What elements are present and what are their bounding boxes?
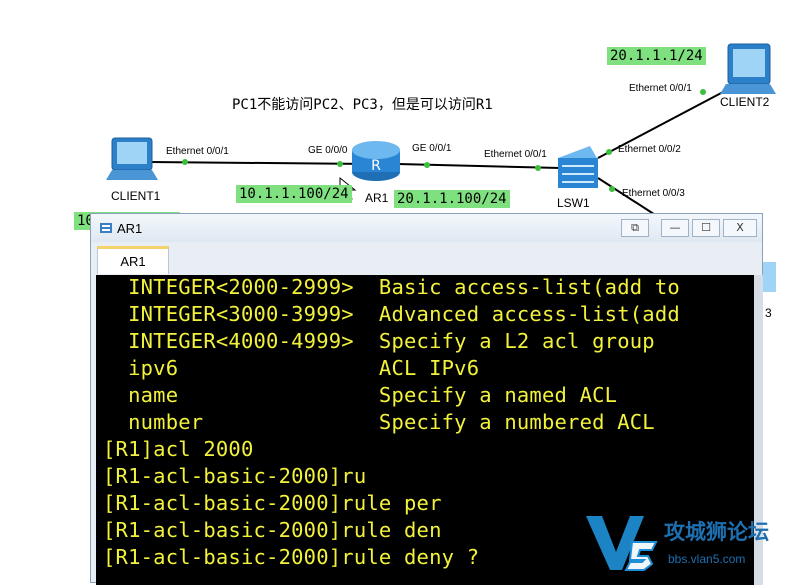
- terminal-line: [R1]acl 2000: [103, 437, 254, 461]
- minimize-button[interactable]: —: [661, 219, 689, 237]
- terminal-line: [R1-acl-basic-2000]ru: [103, 464, 367, 488]
- topology-note: PC1不能访问PC2、PC3，但是可以访问R1: [232, 97, 493, 113]
- terminal-scrollbar[interactable]: [754, 275, 763, 585]
- terminal-line: [R1-acl-basic-2000]rule den: [103, 518, 442, 542]
- client2-ip-label: 20.1.1.1/24: [607, 47, 706, 65]
- port-dot: [700, 89, 706, 95]
- close-button[interactable]: X: [723, 219, 757, 237]
- port-dot: [337, 161, 343, 167]
- terminal-line: [R1-acl-basic-2000]rule per: [103, 491, 442, 515]
- terminal-line: INTEGER<4000-4999> Specify a L2 acl grou…: [103, 329, 655, 353]
- client2-port-label: Ethernet 0/0/1: [629, 83, 692, 94]
- ar1-label[interactable]: AR1: [365, 191, 389, 205]
- port-dot: [535, 165, 541, 171]
- lsw1-label[interactable]: LSW1: [557, 196, 590, 210]
- terminal-line: [R1-acl-basic-2000]rule deny ?: [103, 545, 480, 569]
- client1-icon: [106, 137, 158, 180]
- port-dot: [609, 186, 615, 192]
- lsw1-eth1-label: Ethernet 0/0/1: [484, 149, 547, 160]
- switch-icon: [558, 146, 598, 188]
- terminal-line: INTEGER<2000-2999> Basic access-list(add…: [103, 275, 680, 299]
- window-title: AR1: [117, 221, 143, 236]
- app-icon: [100, 223, 112, 233]
- watermark-url: bbs.vlan5.com: [668, 552, 746, 566]
- lsw1-eth2-label: Ethernet 0/0/2: [618, 144, 681, 155]
- link-lsw1-client2: [597, 81, 743, 159]
- client2-label[interactable]: CLIENT2: [720, 95, 770, 109]
- terminal-line: INTEGER<3000-3999> Advanced access-list(…: [103, 302, 680, 326]
- lsw1-eth3-label: Ethernet 0/0/3: [622, 188, 685, 199]
- port-dot: [182, 159, 188, 165]
- svg-text:R: R: [371, 158, 381, 174]
- client3-partial-icon: [762, 262, 776, 292]
- client1-port-label: Ethernet 0/0/1: [166, 146, 229, 157]
- client2-icon: [720, 43, 776, 94]
- link-lsw1-client3: [597, 177, 661, 219]
- maximize-button[interactable]: ☐: [692, 219, 720, 237]
- ar1-ge1-ip-label: 20.1.1.100/24: [394, 190, 510, 208]
- watermark: 攻城狮论坛 bbs.vlan5.com: [582, 512, 787, 574]
- port-dot: [606, 149, 612, 155]
- router-icon: R: [352, 141, 400, 181]
- tab-ar1[interactable]: AR1: [97, 246, 169, 274]
- tab-bar: AR1: [91, 242, 762, 276]
- client3-label-partial: 3: [765, 306, 772, 320]
- restore-button[interactable]: ⧉: [621, 219, 649, 237]
- ar1-ge0-label: GE 0/0/0: [308, 145, 348, 156]
- vlan5-logo-icon: [586, 516, 658, 571]
- window-titlebar[interactable]: AR1 ⧉ — ☐ X: [91, 214, 762, 242]
- watermark-brand: 攻城狮论坛: [664, 520, 769, 544]
- ar1-console-window[interactable]: AR1 ⧉ — ☐ X AR1 INTEGER<2000-2999> Basic…: [90, 213, 763, 585]
- terminal-line: name Specify a named ACL: [103, 383, 618, 407]
- client1-label[interactable]: CLIENT1: [111, 189, 161, 203]
- port-dot: [424, 162, 430, 168]
- terminal-line: number Specify a numbered ACL: [103, 410, 655, 434]
- terminal-output[interactable]: INTEGER<2000-2999> Basic access-list(add…: [96, 275, 754, 585]
- terminal-line: ipv6 ACL IPv6: [103, 356, 480, 380]
- ar1-ge1-label: GE 0/0/1: [412, 143, 452, 154]
- ar1-ge0-ip-label: 10.1.1.100/24: [236, 185, 352, 203]
